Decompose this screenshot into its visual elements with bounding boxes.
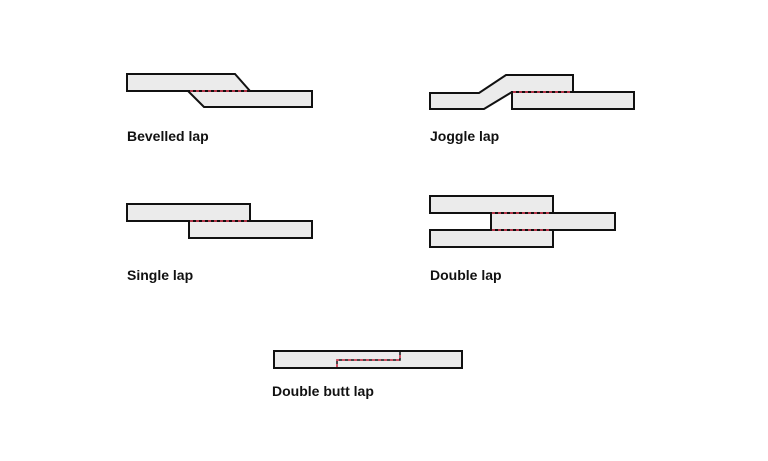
label-bevelled-lap: Bevelled lap [127,128,209,144]
single-top-plate [126,203,251,222]
double-butt-lap-figure [273,350,463,369]
double-bottom-plate [429,229,554,248]
joggle-lap-figure [429,74,635,110]
label-double-butt-lap: Double butt lap [272,383,374,399]
double-butt-joint-line [336,352,401,367]
double-top-plate [429,195,554,214]
label-joggle-lap: Joggle lap [430,128,500,144]
double-lap-figure [429,195,616,248]
double-middle-plate [490,212,616,231]
single-bottom-plate [188,220,313,239]
bevelled-lap-figure [126,73,313,108]
joggle-bottom-plate [511,91,635,110]
bevelled-bottom-plate [185,90,313,108]
single-lap-figure [126,203,313,239]
bevelled-top-plate [126,73,253,92]
label-single-lap: Single lap [127,267,194,283]
label-double-lap: Double lap [430,267,502,283]
